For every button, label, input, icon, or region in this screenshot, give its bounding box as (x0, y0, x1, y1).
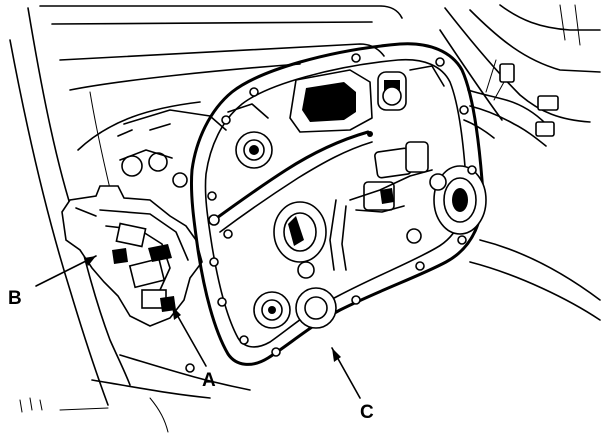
door-trim-panel-outline (189, 42, 485, 366)
panel-speakers (235, 86, 487, 329)
callout-a-label: A (202, 370, 216, 391)
panel-clips (185, 53, 477, 373)
leader-arrows (35, 255, 361, 399)
callout-b-label: B (8, 288, 22, 309)
window-regulator (329, 141, 447, 271)
wiring-harness (463, 59, 559, 147)
door-lock-mechanism (61, 109, 227, 327)
callout-c-label: C (360, 402, 374, 423)
inner-handle-cable (208, 130, 373, 239)
